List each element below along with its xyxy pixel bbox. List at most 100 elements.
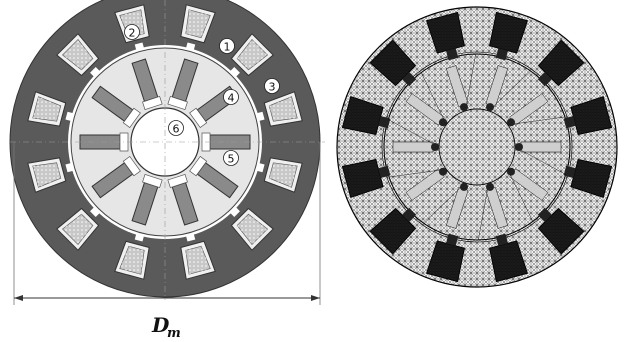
mesh-region-edge bbox=[465, 53, 476, 111]
mesh-slot-opening bbox=[563, 116, 576, 129]
slot-opening bbox=[65, 162, 74, 173]
svg-text:3: 3 bbox=[269, 81, 276, 94]
coil-hatch bbox=[269, 162, 298, 188]
mesh-slot-fill bbox=[342, 96, 384, 135]
flux-barrier bbox=[167, 173, 188, 189]
callout-3: 3 bbox=[264, 78, 280, 94]
coil-hatch bbox=[119, 246, 145, 275]
diameter-label-symbol: D bbox=[151, 313, 170, 337]
svg-text:5: 5 bbox=[228, 153, 235, 166]
mesh-barrier bbox=[460, 103, 468, 112]
coil-hatch bbox=[185, 9, 211, 38]
mesh-barrier bbox=[486, 103, 494, 112]
mesh-slot-fill bbox=[370, 40, 416, 86]
slot-opening bbox=[230, 67, 240, 77]
svg-text:6: 6 bbox=[173, 123, 180, 136]
mesh-barrier bbox=[515, 143, 523, 151]
arrow-right-icon bbox=[311, 295, 320, 301]
slot-opening bbox=[230, 207, 240, 217]
mesh-slot-opening bbox=[402, 207, 417, 222]
mesh-region-edge bbox=[514, 146, 566, 175]
callout-2: 2 bbox=[124, 24, 140, 40]
mesh-slot-fill bbox=[570, 159, 612, 198]
arrow-left-icon bbox=[14, 295, 23, 301]
mesh-slot-opening bbox=[495, 233, 508, 246]
mesh-region-edge bbox=[478, 183, 489, 241]
svg-text:2: 2 bbox=[129, 27, 136, 40]
coil-hatch bbox=[62, 214, 93, 245]
slot-opening bbox=[256, 111, 265, 122]
svg-text:4: 4 bbox=[228, 92, 235, 105]
coil-hatch bbox=[32, 162, 61, 188]
mesh-barrier bbox=[486, 182, 494, 191]
flux-barrier bbox=[122, 155, 141, 177]
slot-opening bbox=[185, 42, 196, 51]
coil-hatch bbox=[237, 39, 268, 70]
mesh-region-edge bbox=[507, 169, 533, 222]
mesh-slot-fill bbox=[370, 208, 416, 254]
mesh-barrier bbox=[460, 182, 468, 191]
coil-hatch bbox=[269, 96, 298, 122]
mesh-shaft-fill bbox=[439, 109, 515, 185]
diameter-dimension: D m bbox=[13, 142, 321, 341]
mesh-magnet bbox=[392, 141, 434, 153]
mesh-stator-bore bbox=[383, 53, 571, 241]
coil-hatch bbox=[32, 96, 61, 122]
flux-barrier bbox=[122, 107, 141, 129]
flux-barrier bbox=[142, 173, 163, 189]
coil-hatch bbox=[237, 214, 268, 245]
mesh-slot-fill bbox=[426, 12, 465, 54]
mesh-region-edge bbox=[388, 119, 440, 148]
slot-opening bbox=[134, 233, 145, 242]
flux-barrier bbox=[189, 107, 208, 129]
mesh-slot-fill bbox=[489, 12, 528, 54]
mesh-slot-fill bbox=[426, 240, 465, 282]
mesh-barrier bbox=[439, 118, 447, 127]
mesh-slot-opening bbox=[378, 116, 391, 129]
slot-opening bbox=[256, 162, 265, 173]
mesh-slot-opening bbox=[495, 48, 508, 61]
mesh-region-edge bbox=[388, 169, 447, 178]
mesh-slot-fill bbox=[538, 208, 584, 254]
mesh-slot-opening bbox=[378, 165, 391, 178]
mesh-slot-opening bbox=[537, 207, 552, 222]
callout-5: 5 bbox=[223, 150, 239, 166]
mesh-region-edge bbox=[421, 72, 447, 125]
mesh-region-edge bbox=[488, 70, 531, 112]
mesh-region-edge bbox=[423, 182, 466, 224]
mesh-magnet bbox=[520, 141, 562, 153]
slot-opening bbox=[90, 67, 100, 77]
mesh-barrier bbox=[439, 167, 447, 176]
coil-hatch bbox=[185, 246, 211, 275]
slot-opening bbox=[134, 42, 145, 51]
mesh-slot-fill bbox=[570, 96, 612, 135]
mesh-slot-opening bbox=[446, 48, 459, 61]
motor-cross-section bbox=[9, 0, 325, 300]
callout-4: 4 bbox=[223, 89, 239, 105]
mesh-barrier bbox=[507, 118, 515, 127]
coil-hatch bbox=[62, 39, 93, 70]
mesh-airgap bbox=[381, 51, 573, 243]
flux-barrier bbox=[142, 95, 163, 111]
slot-opening bbox=[90, 207, 100, 217]
callout-1: 1 bbox=[219, 38, 235, 54]
fem-mesh bbox=[336, 6, 618, 288]
callout-6: 6 bbox=[168, 120, 184, 136]
mesh-slot-opening bbox=[446, 233, 459, 246]
diameter-label-subscript: m bbox=[167, 326, 181, 341]
flux-barrier bbox=[189, 155, 208, 177]
mesh-slot-fill bbox=[342, 159, 384, 198]
mesh-slot-fill bbox=[538, 40, 584, 86]
mesh-slot-fill bbox=[489, 240, 528, 282]
mesh-slot-opening bbox=[402, 72, 417, 87]
slot-opening bbox=[185, 233, 196, 242]
mesh-slot-opening bbox=[537, 72, 552, 87]
svg-text:1: 1 bbox=[224, 41, 231, 54]
mesh-region-edge bbox=[507, 116, 566, 125]
mesh-slot-opening bbox=[563, 165, 576, 178]
flux-barrier bbox=[167, 95, 188, 111]
slot-opening bbox=[65, 111, 74, 122]
mesh-barrier bbox=[507, 167, 515, 176]
